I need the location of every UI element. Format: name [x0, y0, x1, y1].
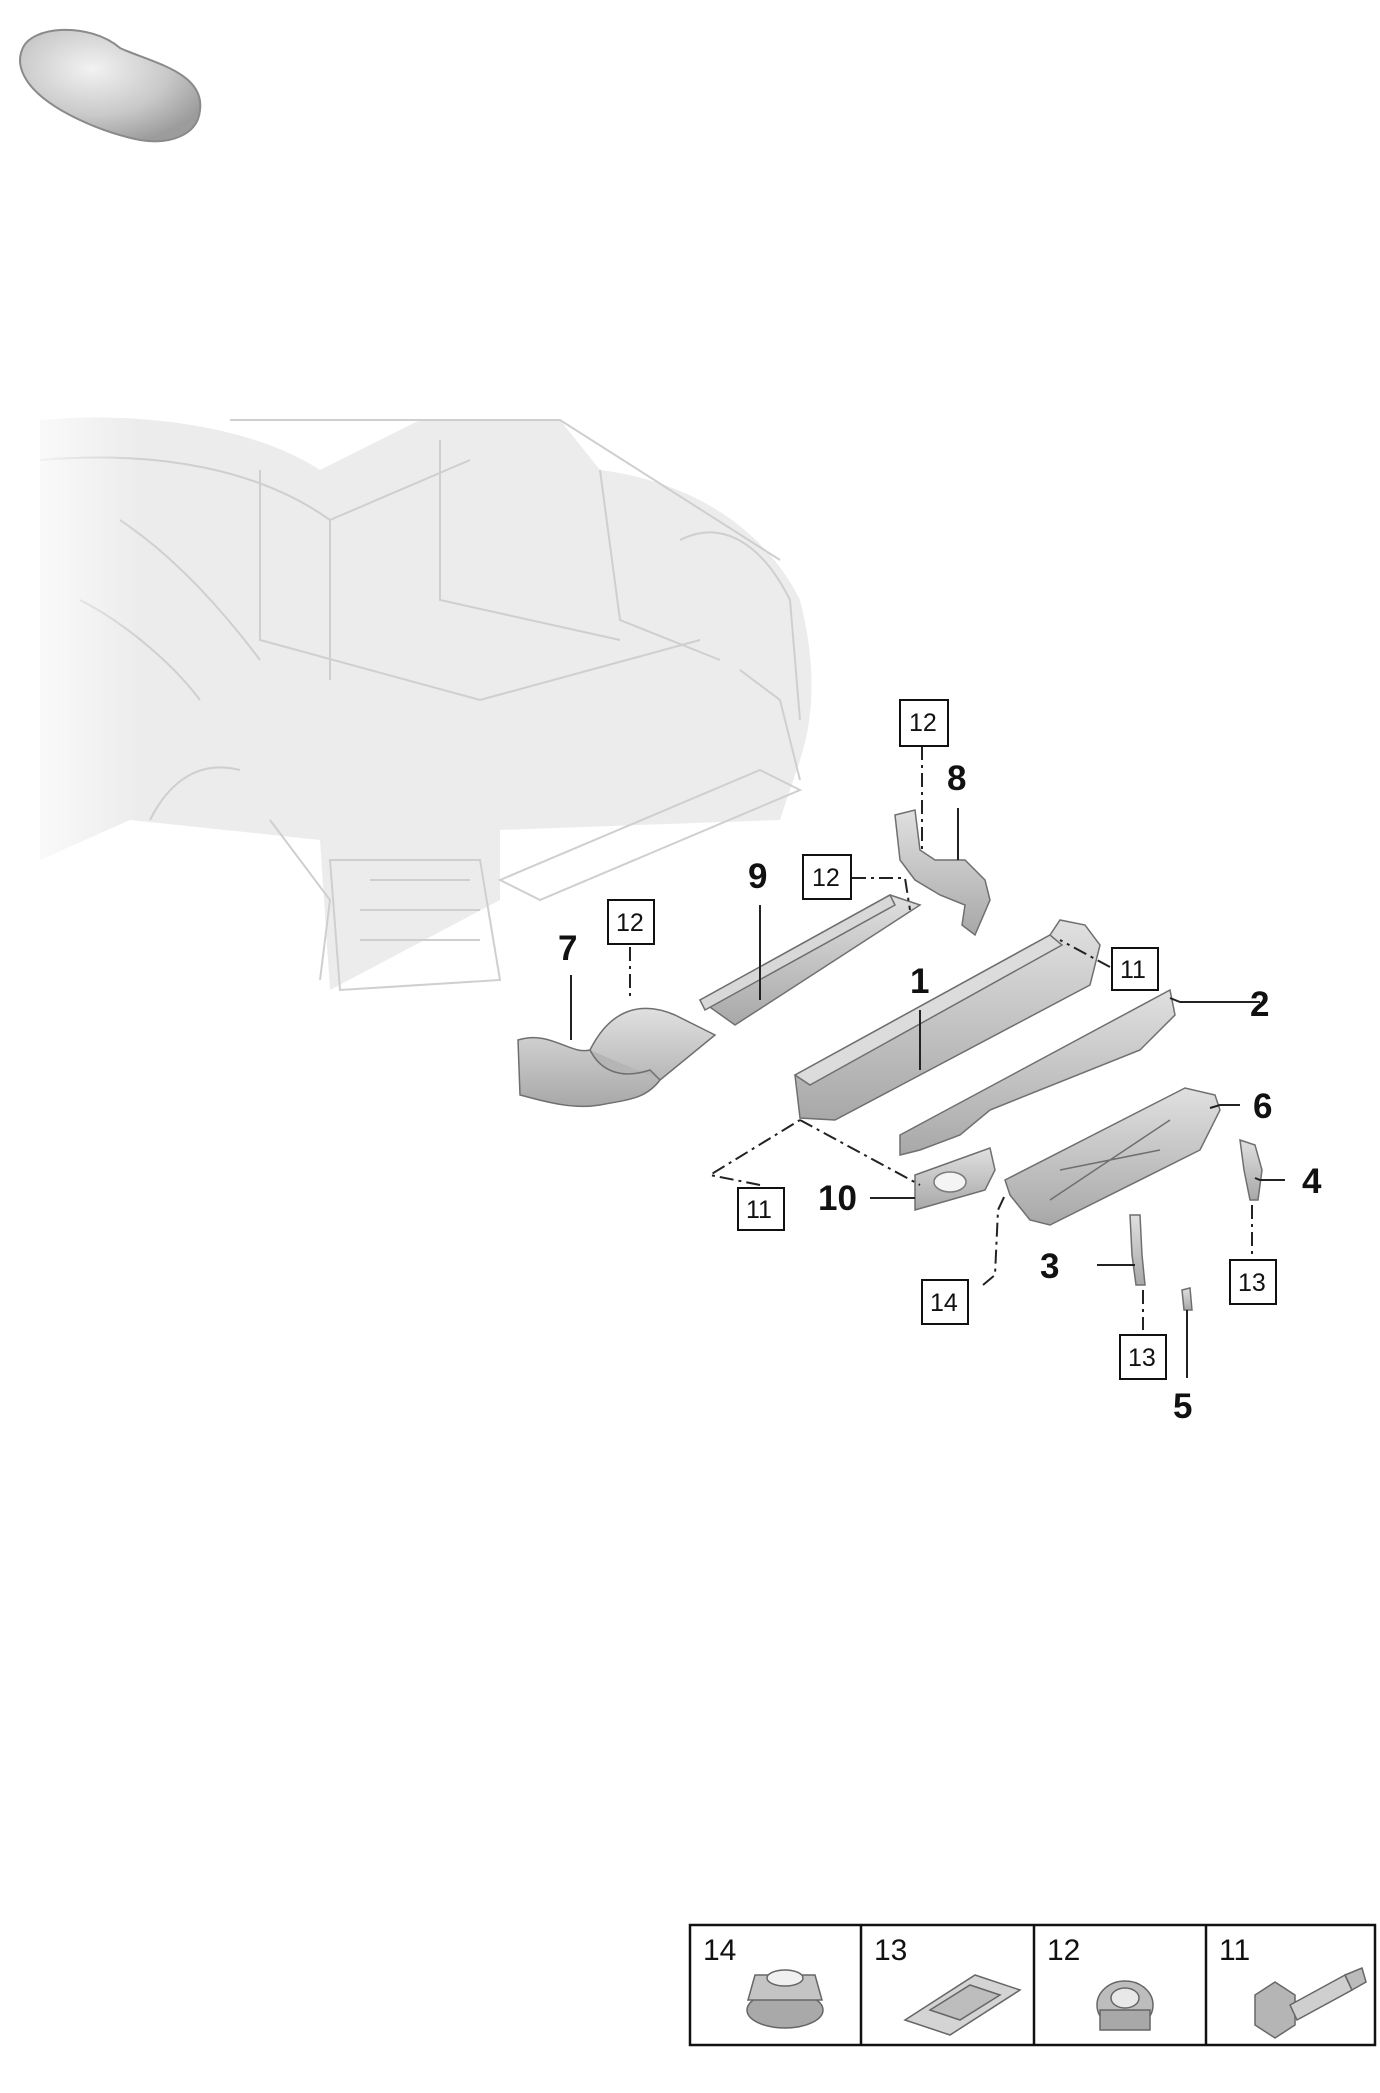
svg-text:12: 12	[909, 709, 937, 737]
ref-box-12-mid: 12	[802, 854, 852, 900]
svg-text:13: 13	[874, 1934, 907, 1967]
ref-box-14: 14	[921, 1279, 969, 1325]
part-7-shape	[517, 1007, 717, 1108]
car-thumbnail-icon	[19, 28, 202, 143]
spring-clip-icon	[903, 1974, 1022, 2036]
svg-text:11: 11	[1219, 1934, 1250, 1967]
part-8-shape	[894, 809, 991, 937]
callout-9: 9	[748, 857, 767, 896]
fastener-legend-table: 14 13 12 11	[688, 1923, 1377, 2047]
ref-box-11-left: 11	[737, 1187, 785, 1231]
callout-8: 8	[947, 759, 966, 798]
callout-4: 4	[1302, 1162, 1322, 1201]
callout-7: 7	[558, 929, 577, 968]
fastener-reference-boxes: 12 12 12 11 11 14 13 13	[607, 699, 1277, 1380]
svg-text:12: 12	[812, 864, 840, 892]
svg-text:14: 14	[930, 1289, 958, 1317]
svg-text:12: 12	[1047, 1934, 1080, 1967]
part-3-shape	[1129, 1214, 1146, 1286]
fastener-reference-lines	[629, 746, 1253, 1330]
leader-lines	[570, 808, 1285, 1378]
svg-text:13: 13	[1238, 1269, 1266, 1297]
car-body-background	[0, 400, 812, 992]
part-1-shape	[793, 919, 1101, 1121]
legend-cell-13: 13	[874, 1934, 1022, 2036]
collar-nut-icon	[1096, 1980, 1154, 2031]
part-4-shape	[1239, 1138, 1263, 1201]
legend-cell-12: 12	[1047, 1934, 1154, 2031]
part-6-shape	[1004, 1087, 1221, 1226]
ref-box-12-left: 12	[607, 899, 655, 945]
flange-nut-icon	[746, 1969, 824, 2029]
hex-bolt-icon	[1254, 1966, 1367, 2039]
svg-text:13: 13	[1128, 1344, 1156, 1372]
part-10-shape	[914, 1147, 996, 1211]
svg-text:11: 11	[746, 1196, 772, 1224]
callout-1: 1	[910, 962, 929, 1001]
callout-2: 2	[1250, 985, 1269, 1024]
callout-3: 3	[1040, 1247, 1059, 1286]
part-9-shape	[698, 893, 922, 1026]
part-5-shape	[1181, 1287, 1193, 1311]
legend-cell-11: 11	[1219, 1934, 1367, 2039]
part-callouts: 7 9 8 1 2 6 4 10 3 5	[558, 759, 1322, 1426]
svg-text:12: 12	[616, 909, 644, 937]
ref-box-11-right: 11	[1111, 947, 1159, 991]
svg-text:11: 11	[1120, 956, 1146, 984]
callout-6: 6	[1253, 1087, 1272, 1126]
ref-box-13-right: 13	[1229, 1259, 1277, 1305]
callout-10: 10	[818, 1179, 857, 1218]
ref-box-13-lower: 13	[1119, 1334, 1167, 1380]
ref-box-12-top: 12	[899, 699, 949, 747]
legend-cell-14: 14	[703, 1934, 824, 2029]
callout-5: 5	[1173, 1387, 1192, 1426]
svg-text:14: 14	[703, 1934, 736, 1967]
